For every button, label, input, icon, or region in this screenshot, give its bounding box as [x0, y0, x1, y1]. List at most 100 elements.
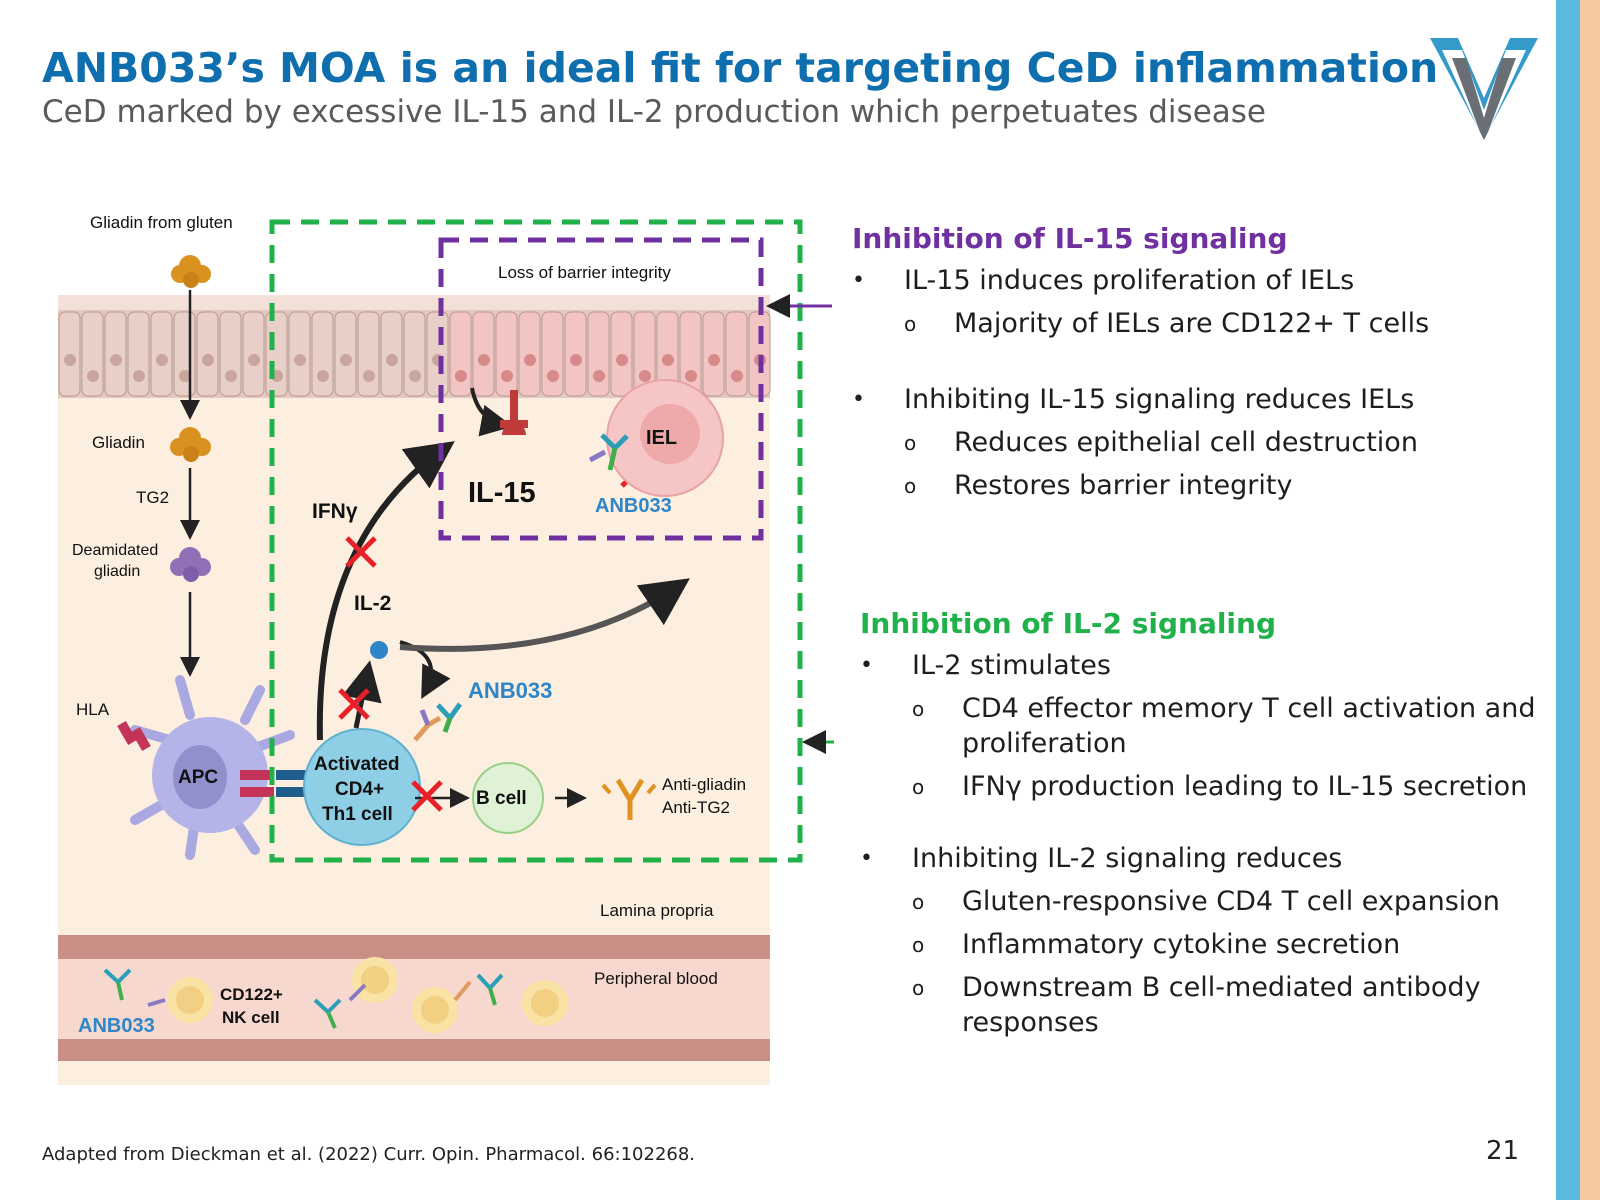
deamidated-label: Deamidated — [72, 542, 158, 559]
epithelial-nucleus — [248, 354, 260, 366]
epithelial-cell — [564, 311, 587, 397]
epithelial-nucleus — [639, 370, 651, 382]
epithelial-cell — [357, 311, 380, 397]
b-cell-icon — [472, 762, 544, 834]
loss-of-barrier-label: Loss of barrier integrity — [498, 263, 671, 282]
epithelial-cell — [173, 311, 196, 397]
apc-cell-icon — [130, 675, 295, 860]
apc-th1-synapse-icon — [240, 770, 306, 797]
epithelial-cell — [725, 311, 748, 397]
anti-tg2-label: Anti-TG2 — [662, 798, 730, 817]
th1-cd4-label: CD4+ — [335, 779, 384, 800]
epithelial-cell — [495, 311, 518, 397]
epithelial-nucleus — [225, 370, 237, 382]
apc-label: APC — [178, 767, 218, 788]
epithelial-cell — [334, 311, 357, 397]
citation-footnote: Adapted from Dieckman et al. (2022) Curr… — [42, 1144, 696, 1165]
epithelium-layer — [58, 295, 771, 398]
epithelial-cell — [150, 311, 173, 397]
epithelial-nucleus — [570, 354, 582, 366]
epithelial-cell — [288, 311, 311, 397]
il15-bullet-2: •Inhibiting IL-15 signaling reduces IELs — [852, 384, 1415, 415]
nk-cell-label: NK cell — [222, 1008, 280, 1027]
inhibit-x-ifng — [345, 536, 377, 568]
il2-bullet-2: •Inhibiting IL-2 signaling reduces — [860, 843, 1343, 874]
epithelial-cell — [403, 311, 426, 397]
il15-label: IL-15 — [468, 477, 536, 509]
epithelial-nucleus — [202, 354, 214, 366]
antibody-icon — [601, 778, 657, 820]
th1-cell-label: Th1 cell — [322, 804, 393, 825]
iel-label: IEL — [646, 427, 677, 449]
anb033-label-th1: ANB033 — [468, 678, 552, 703]
slide-title: ANB033’s MOA is an ideal fit for targeti… — [42, 44, 1439, 92]
epithelial-nucleus — [478, 354, 490, 366]
il2-heading: Inhibition of IL-2 signaling — [860, 607, 1277, 640]
epithelial-nucleus — [731, 370, 743, 382]
anti-gliadin-label: Anti-gliadin — [662, 775, 746, 794]
epithelial-nucleus — [685, 370, 697, 382]
blood-vessel — [58, 935, 770, 1061]
moa-diagram: Gliadin from gluten Gliadin TG2 Deamidat… — [50, 210, 850, 1110]
gliadin-label: Gliadin — [92, 433, 145, 452]
iel-cell-icon — [606, 379, 724, 497]
epithelial-cell — [242, 311, 265, 397]
epithelial-nucleus — [708, 354, 720, 366]
inhibit-x-il2 — [338, 688, 370, 720]
epithelial-nucleus — [317, 370, 329, 382]
gliadin-cluster-icon — [171, 255, 211, 288]
gliadin-from-gluten-label: Gliadin from gluten — [90, 213, 233, 232]
epithelial-cell — [196, 311, 219, 397]
epithelial-nucleus — [386, 354, 398, 366]
ifng-label: IFNγ — [312, 500, 358, 523]
epithelial-cell — [702, 311, 725, 397]
peripheral-blood-label: Peripheral blood — [594, 969, 718, 988]
epithelial-nucleus — [409, 370, 421, 382]
inhibit-x-bcell — [411, 780, 443, 812]
epithelial-nucleus — [501, 370, 513, 382]
il15-bullet-1: •IL-15 induces proliferation of IELs — [852, 265, 1355, 296]
epithelial-cell — [219, 311, 242, 397]
anb033-antibody-icon — [413, 702, 463, 742]
epithelial-nucleus — [87, 370, 99, 382]
il2-molecule-icon — [370, 641, 388, 659]
lamina-propria-label: Lamina propria — [600, 901, 714, 920]
epithelial-nucleus — [363, 370, 375, 382]
il2-bullet-1: •IL-2 stimulates — [860, 650, 1111, 681]
epithelial-nucleus — [616, 354, 628, 366]
il15-heading: Inhibition of IL-15 signaling — [852, 222, 1288, 255]
epithelial-cell — [380, 311, 403, 397]
th1-activated-label: Activated — [314, 754, 400, 775]
epithelial-cell — [449, 311, 472, 397]
epithelial-cell — [518, 311, 541, 397]
epithelial-nucleus — [110, 354, 122, 366]
epithelial-cell — [587, 311, 610, 397]
anb033-iel-antibody-icon — [588, 433, 629, 471]
anb033-label-blood: ANB033 — [78, 1015, 155, 1037]
epithelial-nucleus — [133, 370, 145, 382]
epithelial-nucleus — [547, 370, 559, 382]
epithelial-cell — [748, 311, 771, 397]
epithelial-cell — [104, 311, 127, 397]
epithelial-cell — [472, 311, 495, 397]
side-stripe-blue — [1556, 0, 1580, 1200]
deamidated-gliadin-icon — [170, 547, 211, 582]
epithelial-cell — [81, 311, 104, 397]
nk-cells-icon — [167, 957, 568, 1033]
epithelial-cell — [127, 311, 150, 397]
il15-signaling-box — [438, 237, 764, 541]
epithelial-cell — [58, 311, 81, 397]
tg2-label: TG2 — [136, 488, 169, 507]
epithelial-nucleus — [179, 370, 191, 382]
epithelial-cell — [311, 311, 334, 397]
epithelial-nucleus — [340, 354, 352, 366]
epithelial-nucleus — [524, 354, 536, 366]
nk-cd122-label: CD122+ — [220, 985, 283, 1004]
